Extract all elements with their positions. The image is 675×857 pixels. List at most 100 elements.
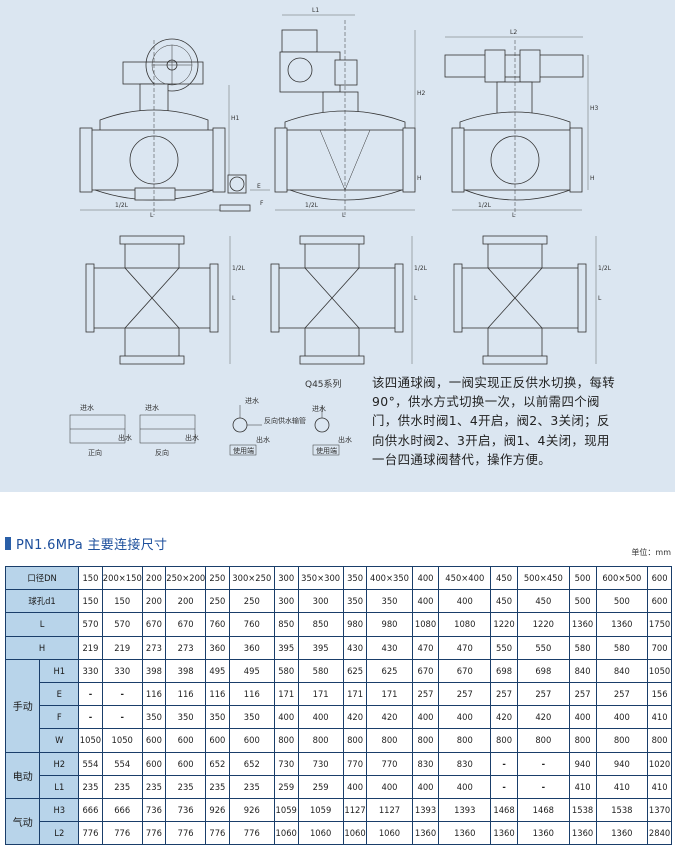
table-cell: 400: [411, 565, 440, 591]
table-cell: 420: [517, 705, 570, 730]
table-cell: 200×150: [101, 565, 143, 591]
section-title-text: PN1.6MPa 主要连接尺寸: [16, 537, 168, 553]
pneumatic-valve-elevation: L2 1/2L L H3 H: [444, 29, 599, 219]
table-cell: 830: [411, 751, 440, 776]
series-label: Q45系列: [305, 380, 342, 390]
table-cell: 395: [273, 635, 299, 660]
table-cell: 980: [342, 612, 368, 637]
table-cell: 600: [205, 728, 230, 753]
table-cell: 850: [297, 612, 344, 637]
row-header: H: [4, 635, 80, 660]
table-cell: 250: [205, 589, 230, 614]
table-cell: -: [517, 751, 570, 776]
table-cell: 850: [273, 612, 299, 637]
technical-drawing-panel: 1/2L L H1 H E F L1: [0, 0, 675, 492]
table-cell: 235: [141, 774, 167, 799]
table-cell: 398: [165, 658, 207, 683]
table-cell: 400: [273, 705, 299, 730]
table-cell: 150: [78, 589, 103, 614]
table-cell: 1370: [647, 797, 672, 823]
table-cell: 840: [568, 658, 597, 683]
table-cell: 235: [101, 774, 143, 799]
table-cell: 400: [438, 705, 492, 730]
table-cell: 450: [490, 589, 518, 614]
flow-schematic-reverse: 进水 出水 反向: [139, 403, 199, 457]
table-cell: 200: [141, 589, 167, 614]
table-cell: 500: [568, 565, 597, 591]
table-cell: 400: [366, 774, 413, 799]
table-cell: 800: [647, 728, 672, 753]
table-cell: 770: [342, 751, 368, 776]
table-cell: -: [78, 705, 103, 730]
table-cell: 400: [438, 774, 492, 799]
table-cell: 410: [568, 774, 597, 799]
table-cell: 400: [595, 705, 649, 730]
table-cell: 760: [228, 612, 275, 637]
table-cell: 800: [438, 728, 492, 753]
table-cell: 600×500: [595, 565, 649, 591]
table-cell: 257: [595, 681, 649, 707]
table-cell: 420: [342, 705, 368, 730]
svg-text:H: H: [590, 175, 595, 182]
table-cell: 350×300: [297, 565, 344, 591]
table-cell: 1360: [568, 821, 597, 846]
row-header: L1: [39, 774, 80, 799]
section-title: PN1.6MPa 主要连接尺寸: [0, 533, 167, 553]
svg-text:使用端: 使用端: [233, 446, 254, 455]
table-cell: 550: [490, 635, 518, 660]
table-cell: 600: [165, 728, 207, 753]
table-cell: 400: [297, 705, 344, 730]
table-cell: 470: [438, 635, 492, 660]
table-cell: 171: [366, 681, 413, 707]
svg-text:1/2L: 1/2L: [232, 265, 246, 272]
svg-text:1/2L: 1/2L: [414, 265, 428, 272]
table-cell: -: [517, 774, 570, 799]
table-cell: 400: [411, 589, 440, 614]
table-cell: 1060: [297, 821, 344, 846]
table-cell: 730: [297, 751, 344, 776]
table-cell: 652: [205, 751, 230, 776]
table-cell: 430: [366, 635, 413, 660]
svg-text:出水: 出水: [185, 433, 199, 442]
table-cell: 1020: [647, 751, 672, 776]
table-cell: 1060: [342, 821, 368, 846]
table-cell: 1360: [568, 612, 597, 637]
svg-text:1/2L: 1/2L: [478, 202, 492, 209]
table-cell: 257: [490, 681, 518, 707]
svg-text:1/2L: 1/2L: [305, 202, 319, 209]
table-cell: 736: [165, 797, 207, 823]
table-cell: 1393: [411, 797, 440, 823]
table-cell: 940: [595, 751, 649, 776]
table-cell: 600: [165, 751, 207, 776]
table-cell: 776: [141, 821, 167, 846]
table-cell: 1080: [411, 612, 440, 637]
row-group-header: 电动: [4, 751, 41, 799]
table-cell: 360: [228, 635, 275, 660]
table-cell: 259: [297, 774, 344, 799]
table-cell: 580: [595, 635, 649, 660]
table-cell: 219: [101, 635, 143, 660]
table-cell: 200: [141, 565, 167, 591]
table-cell: 730: [273, 751, 299, 776]
table-cell: 410: [647, 774, 672, 799]
table-cell: 800: [366, 728, 413, 753]
table-cell: 330: [78, 658, 103, 683]
table-cell: 1059: [273, 797, 299, 823]
table-cell: 1538: [568, 797, 597, 823]
manual-valve-elevation: 1/2L L H1 H E F: [79, 38, 270, 219]
row-header: H3: [39, 797, 80, 823]
svg-text:反向: 反向: [155, 448, 169, 457]
table-cell: 398: [141, 658, 167, 683]
table-cell: 150: [78, 565, 103, 591]
table-cell: 273: [141, 635, 167, 660]
table-cell: 776: [165, 821, 207, 846]
table-cell: 1060: [366, 821, 413, 846]
table-cell: 116: [205, 681, 230, 707]
table-cell: 116: [228, 681, 275, 707]
table-cell: 940: [568, 751, 597, 776]
table-cell: 776: [228, 821, 275, 846]
table-cell: 430: [342, 635, 368, 660]
